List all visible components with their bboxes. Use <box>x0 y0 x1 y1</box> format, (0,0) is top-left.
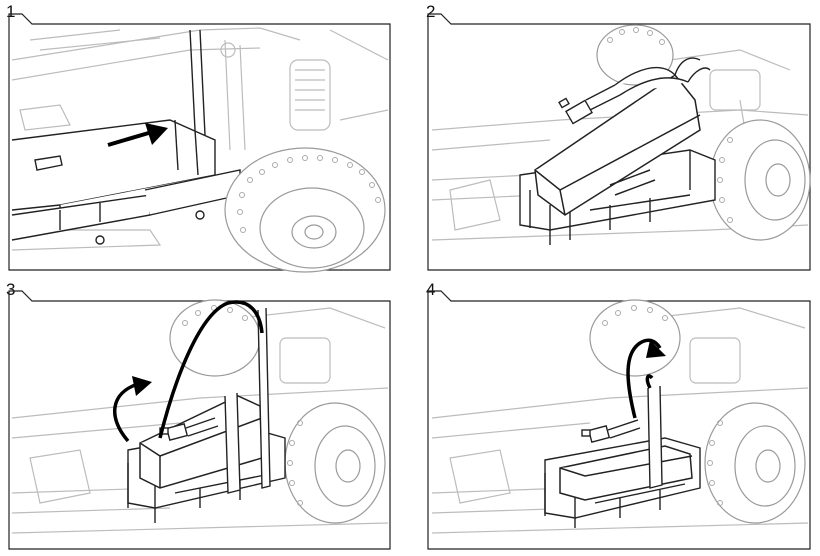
step-3-frame <box>8 290 391 550</box>
routing-arrowhead <box>132 376 152 396</box>
step-2-illustration <box>427 13 811 271</box>
battery-connector <box>558 57 711 125</box>
step-1-illustration <box>8 13 391 273</box>
front-wheel <box>596 24 811 241</box>
step-2-panel: 2 <box>410 0 820 278</box>
front-wheel <box>589 299 806 524</box>
battery-connector <box>581 419 641 443</box>
battery-strap <box>647 385 663 489</box>
step-number-3: 3 <box>6 280 16 299</box>
step-3-panel: 3 <box>0 278 410 556</box>
step-number-4: 4 <box>426 280 436 299</box>
tire-studs <box>607 27 733 223</box>
routing-arrow <box>626 338 662 419</box>
routing-arrow <box>113 300 264 443</box>
tire-studs <box>182 305 303 506</box>
step-4-frame <box>427 290 811 550</box>
rear-wheel <box>224 147 386 273</box>
step-1-frame <box>8 13 391 271</box>
routing-arrowhead <box>646 340 666 358</box>
battery-pack <box>534 73 701 216</box>
battery-strap <box>224 307 271 494</box>
step-4-panel: 4 <box>410 278 820 556</box>
step-number-1: 1 <box>6 2 16 21</box>
tire-studs <box>237 155 381 233</box>
front-wheel <box>169 299 386 524</box>
chassis-drawing <box>431 307 809 534</box>
tire-studs <box>602 305 723 506</box>
step-2-frame <box>427 13 811 271</box>
step-3-illustration <box>8 290 391 550</box>
insert-arrow <box>107 123 168 147</box>
battery-tray <box>11 29 241 245</box>
step-1-panel: 1 <box>0 0 410 278</box>
step-4-illustration <box>427 290 811 550</box>
step-number-2: 2 <box>426 2 436 21</box>
chassis-drawing <box>11 307 389 534</box>
